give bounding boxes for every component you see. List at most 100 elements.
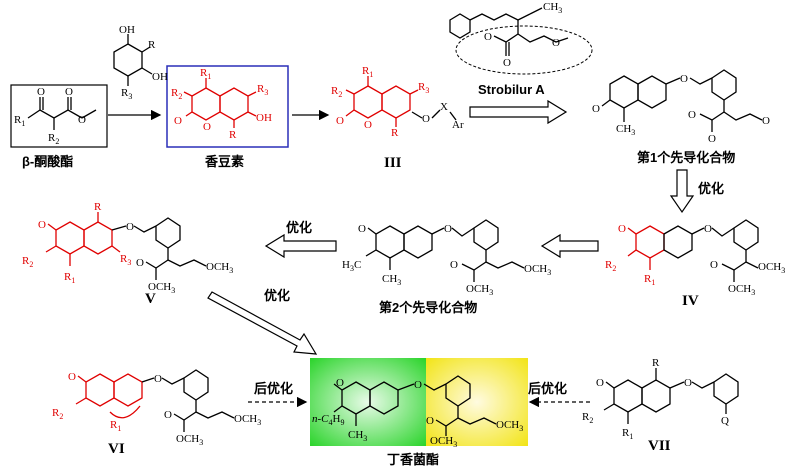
svg-text:Q: Q bbox=[721, 415, 729, 427]
svg-text:OCH3: OCH3 bbox=[524, 263, 551, 277]
svg-text:R1: R1 bbox=[110, 419, 121, 433]
atom-label: O bbox=[37, 86, 45, 98]
svg-text:OCH3: OCH3 bbox=[430, 435, 457, 449]
lead-compound-2-structure: O H3C CH3 O O OCH3 OCH3 bbox=[342, 219, 551, 297]
svg-text:R: R bbox=[391, 127, 399, 139]
svg-text:OH: OH bbox=[152, 71, 168, 83]
svg-text:R: R bbox=[94, 201, 102, 213]
svg-text:n-C4H9: n-C4H9 bbox=[312, 413, 344, 427]
optimize-diag-label: 优化 bbox=[264, 288, 290, 303]
beta-ketoester-box bbox=[10, 84, 108, 148]
optimize-down-label: 优化 bbox=[698, 181, 724, 196]
hollow-arrow-left-2 bbox=[264, 233, 337, 259]
svg-text:O: O bbox=[422, 113, 430, 125]
svg-text:OH: OH bbox=[119, 24, 135, 36]
svg-text:OCH3: OCH3 bbox=[176, 433, 203, 447]
svg-text:OCH3: OCH3 bbox=[148, 281, 175, 295]
svg-text:O: O bbox=[414, 379, 422, 391]
hollow-arrow-1 bbox=[469, 99, 568, 125]
svg-text:O: O bbox=[688, 109, 696, 121]
svg-text:O: O bbox=[444, 223, 452, 235]
compound-V-structure: O R2 R1 R R3 O O OCH3 OCH3 bbox=[22, 201, 233, 295]
svg-text:O: O bbox=[762, 115, 770, 127]
svg-text:R1: R1 bbox=[14, 114, 25, 128]
compound-VII-label: VII bbox=[648, 438, 671, 454]
svg-text:O: O bbox=[484, 31, 492, 43]
compound-III-structure: R1 R2 O O R3 R O X Ar bbox=[331, 65, 464, 139]
svg-text:O: O bbox=[164, 409, 172, 421]
strobilurin-part-highlight bbox=[426, 358, 528, 446]
svg-text:O: O bbox=[68, 371, 76, 383]
post-optimize-left-label: 后优化 bbox=[254, 381, 293, 396]
svg-text:OCH3: OCH3 bbox=[728, 283, 755, 297]
compound-IV-structure: O R2 R1 O O OCH3 OCH3 bbox=[605, 219, 785, 297]
svg-text:R2: R2 bbox=[605, 259, 616, 273]
compound-VI-label: VI bbox=[108, 441, 125, 457]
coumarin-part-highlight bbox=[310, 358, 426, 446]
svg-text:R1: R1 bbox=[622, 427, 633, 441]
compound-III-label: III bbox=[384, 155, 402, 171]
svg-text:R3: R3 bbox=[121, 87, 132, 101]
svg-text:O: O bbox=[38, 219, 46, 231]
svg-text:O: O bbox=[364, 119, 372, 131]
svg-text:O: O bbox=[136, 257, 144, 269]
coumarin-highlight-box bbox=[166, 65, 289, 148]
svg-text:O: O bbox=[704, 223, 712, 235]
coumarin-label: 香豆素 bbox=[204, 154, 244, 169]
svg-text:O: O bbox=[154, 373, 162, 385]
svg-text:OCH3: OCH3 bbox=[234, 413, 261, 427]
svg-text:O: O bbox=[618, 223, 626, 235]
hollow-arrow-diagonal bbox=[207, 291, 318, 355]
compound-VI-structure: O R2 R1 O O OCH3 OCH3 bbox=[52, 369, 261, 447]
coumoxystrobin-structure: O n-C4H9 CH3 O O OCH3 OCH3 bbox=[312, 375, 523, 449]
svg-text:R1: R1 bbox=[362, 65, 373, 79]
svg-text:O: O bbox=[358, 223, 366, 235]
hollow-arrow-down bbox=[669, 169, 695, 214]
optimize-left-label: 优化 bbox=[286, 220, 312, 235]
svg-text:CH3: CH3 bbox=[382, 273, 401, 287]
svg-text:R2: R2 bbox=[52, 407, 63, 421]
svg-text:R2: R2 bbox=[171, 87, 182, 101]
svg-text:R3: R3 bbox=[418, 81, 429, 95]
svg-text:CH3: CH3 bbox=[543, 1, 562, 15]
svg-text:R2: R2 bbox=[48, 132, 59, 146]
svg-text:OH: OH bbox=[256, 112, 272, 124]
svg-text:R3: R3 bbox=[120, 253, 131, 267]
svg-text:O: O bbox=[203, 121, 211, 133]
svg-text:R1: R1 bbox=[200, 67, 211, 81]
svg-text:O: O bbox=[710, 259, 718, 271]
svg-text:CH3: CH3 bbox=[616, 123, 635, 137]
compound-VII-structure: O R2 R1 R O Q bbox=[582, 357, 739, 441]
svg-text:O: O bbox=[680, 73, 688, 85]
svg-text:H3C: H3C bbox=[342, 259, 361, 273]
lead-compound-1-structure: O O CH3 O O O bbox=[592, 69, 770, 145]
atom-label: O bbox=[78, 114, 86, 126]
svg-text:R3: R3 bbox=[257, 83, 268, 97]
lead-compound-2-label: 第2个先导化合物 bbox=[379, 300, 477, 315]
atom-label: O bbox=[65, 86, 73, 98]
svg-text:R2: R2 bbox=[22, 255, 33, 269]
svg-text:R1: R1 bbox=[644, 273, 655, 287]
svg-text:O: O bbox=[708, 133, 716, 145]
lead-compound-1-label: 第1个先导化合物 bbox=[637, 150, 735, 165]
svg-text:OCH3: OCH3 bbox=[758, 261, 785, 275]
svg-text:O: O bbox=[552, 37, 560, 49]
svg-text:R: R bbox=[148, 39, 156, 51]
svg-text:O: O bbox=[684, 377, 692, 389]
beta-ketoester-structure: O O O R1 R2 bbox=[14, 86, 97, 146]
svg-text:O: O bbox=[126, 221, 134, 233]
svg-text:O: O bbox=[336, 115, 344, 127]
svg-text:R: R bbox=[652, 357, 660, 369]
strobilurin-A-label: Strobilur A bbox=[478, 82, 545, 97]
beta-ketoester-label: β-酮酸酯 bbox=[22, 154, 73, 169]
compound-V-label: V bbox=[145, 291, 156, 307]
post-optimize-right-label: 后优化 bbox=[528, 381, 567, 396]
svg-text:O: O bbox=[174, 115, 182, 127]
svg-text:Ar: Ar bbox=[452, 119, 464, 131]
hollow-arrow-left-1 bbox=[540, 233, 599, 259]
svg-text:R: R bbox=[229, 129, 237, 141]
compound-IV-label: IV bbox=[682, 293, 699, 309]
svg-text:O: O bbox=[426, 415, 434, 427]
svg-text:O: O bbox=[596, 377, 604, 389]
